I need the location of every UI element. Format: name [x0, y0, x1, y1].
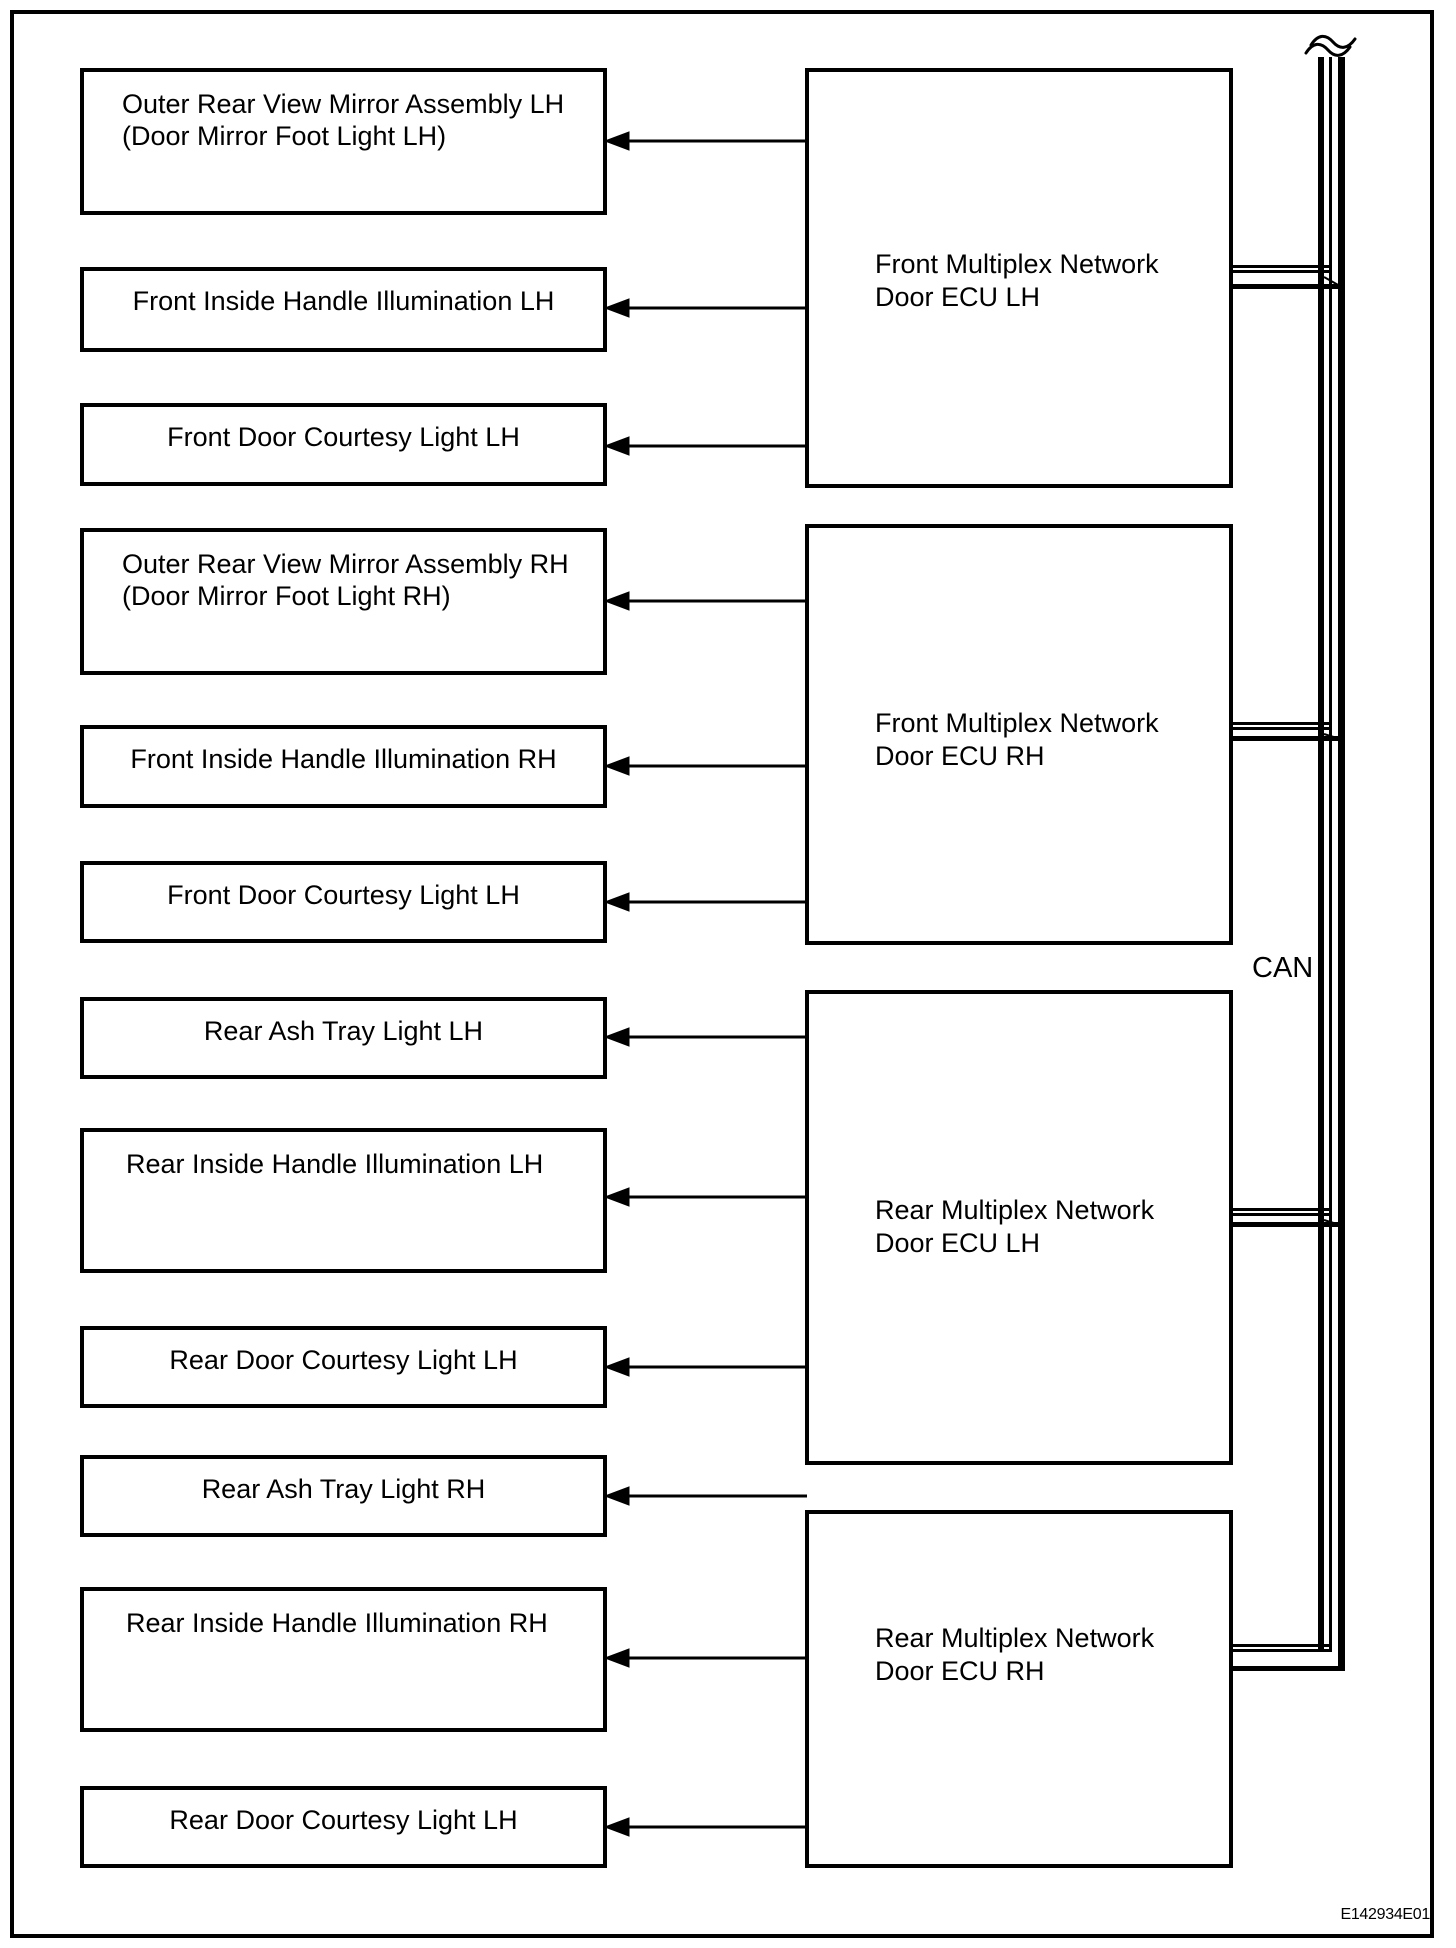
signal-arrow	[603, 756, 807, 776]
component-box-outer-rear-view-mirror-assembly-rh: Outer Rear View Mirror Assembly RH (Door…	[80, 528, 607, 675]
component-box-label: Rear Ash Tray Light LH	[203, 1016, 484, 1046]
ecu-box-label: Front Multiplex Network	[875, 708, 1159, 738]
figure-reference-code: E142934E01	[1340, 1906, 1430, 1923]
component-box-label: Rear Ash Tray Light RH	[201, 1474, 486, 1504]
component-box-label: Rear Door Courtesy Light LH	[169, 1345, 518, 1375]
ecu-box-label: Door ECU RH	[875, 1656, 1045, 1686]
arrow-head-icon	[603, 436, 630, 456]
can-bus-label: CAN	[1252, 952, 1314, 984]
component-box-rear-ash-tray-light-lh: Rear Ash Tray Light LH	[80, 997, 607, 1079]
ecu-box-label: Door ECU RH	[875, 741, 1045, 771]
can-bus-stubs	[1231, 265, 1345, 1671]
ecu-box-label: Door ECU LH	[875, 282, 1041, 312]
component-box-front-inside-handle-illumination-rh: Front Inside Handle Illumination RH	[80, 725, 607, 808]
component-box-rear-door-courtesy-light-lh-2: Rear Door Courtesy Light LH	[80, 1786, 607, 1868]
arrow-head-icon	[603, 892, 630, 912]
component-box-label: Rear Inside Handle Illumination LH	[126, 1149, 544, 1179]
signal-arrow	[603, 436, 807, 456]
component-box-label: Rear Door Courtesy Light LH	[169, 1805, 518, 1835]
signal-arrow	[603, 1486, 807, 1506]
component-box-rear-inside-handle-illumination-lh: Rear Inside Handle Illumination LH	[80, 1128, 607, 1273]
component-box-label: (Door Mirror Foot Light RH)	[122, 581, 451, 611]
can-bus-trunk-line	[1338, 57, 1345, 1671]
twist-cross-icon	[1323, 1219, 1341, 1226]
twist-cross-icon	[1323, 733, 1341, 740]
component-box-label: Front Door Courtesy Light LH	[167, 880, 520, 910]
can-bus-trunk	[1318, 57, 1345, 1671]
signal-arrow	[603, 1187, 807, 1207]
arrow-head-icon	[603, 756, 630, 776]
signal-arrow	[603, 1027, 807, 1047]
diagram-border	[10, 10, 1434, 1938]
ecu-box-label: Rear Multiplex Network	[875, 1195, 1155, 1225]
component-box-outer-rear-view-mirror-assembly-lh: Outer Rear View Mirror Assembly LH (Door…	[80, 68, 607, 215]
arrow-head-icon	[603, 1648, 630, 1668]
ecu-box-rear-multiplex-network-door-ecu-rh: Rear Multiplex Network Door ECU RH	[805, 1510, 1233, 1868]
ecu-box-label: Front Multiplex Network	[875, 249, 1159, 279]
arrow-head-icon	[603, 1486, 630, 1506]
can-bus-trunk-line	[1318, 57, 1324, 1652]
can-bus-trunk-line	[1329, 57, 1332, 1652]
ecu-box-front-multiplex-network-door-ecu-lh: Front Multiplex Network Door ECU LH	[805, 68, 1233, 488]
arrow-head-icon	[603, 1817, 630, 1837]
component-box-label: Outer Rear View Mirror Assembly RH	[122, 549, 569, 579]
component-box-label: Front Inside Handle Illumination RH	[130, 744, 557, 774]
component-box-label: Rear Inside Handle Illumination RH	[126, 1608, 548, 1638]
ecu-box-label: Door ECU LH	[875, 1228, 1041, 1258]
wire-break-squiggle-icon	[1304, 34, 1357, 57]
component-box-rear-inside-handle-illumination-rh: Rear Inside Handle Illumination RH	[80, 1587, 607, 1732]
can-stub-rear-ecu-lh	[1231, 1208, 1345, 1227]
can-stub-front-ecu-lh	[1231, 265, 1345, 289]
signal-arrow	[603, 892, 807, 912]
signal-arrow	[603, 1648, 807, 1668]
arrow-head-icon	[603, 131, 630, 151]
ecu-box-front-multiplex-network-door-ecu-rh: Front Multiplex Network Door ECU RH	[805, 524, 1233, 945]
can-stub-front-ecu-rh	[1231, 722, 1345, 741]
arrow-head-icon	[603, 1357, 630, 1377]
signal-arrow	[603, 298, 807, 318]
component-box-label: Front Inside Handle Illumination LH	[132, 286, 555, 316]
arrow-head-icon	[603, 1187, 630, 1207]
arrow-head-icon	[603, 1027, 630, 1047]
component-box-label: (Door Mirror Foot Light LH)	[122, 121, 447, 151]
component-box-front-inside-handle-illumination-lh: Front Inside Handle Illumination LH	[80, 267, 607, 352]
can-stub-rear-ecu-rh	[1231, 1644, 1345, 1671]
signal-arrow	[603, 131, 807, 151]
component-box-front-door-courtesy-light-lh-1: Front Door Courtesy Light LH	[80, 403, 607, 486]
ecu-box-rear-multiplex-network-door-ecu-lh: Rear Multiplex Network Door ECU LH	[805, 990, 1233, 1465]
signal-arrows	[603, 131, 807, 1837]
arrow-head-icon	[603, 298, 630, 318]
component-box-label: Front Door Courtesy Light LH	[167, 422, 520, 452]
signal-arrow	[603, 591, 807, 611]
arrow-head-icon	[603, 591, 630, 611]
signal-arrow	[603, 1817, 807, 1837]
twist-cross-icon	[1323, 276, 1341, 287]
signal-arrow	[603, 1357, 807, 1377]
component-box-rear-door-courtesy-light-lh-1: Rear Door Courtesy Light LH	[80, 1326, 607, 1408]
ecu-box-label: Rear Multiplex Network	[875, 1623, 1155, 1653]
component-box-front-door-courtesy-light-lh-2: Front Door Courtesy Light LH	[80, 861, 607, 943]
component-box-label: Outer Rear View Mirror Assembly LH	[122, 89, 565, 119]
